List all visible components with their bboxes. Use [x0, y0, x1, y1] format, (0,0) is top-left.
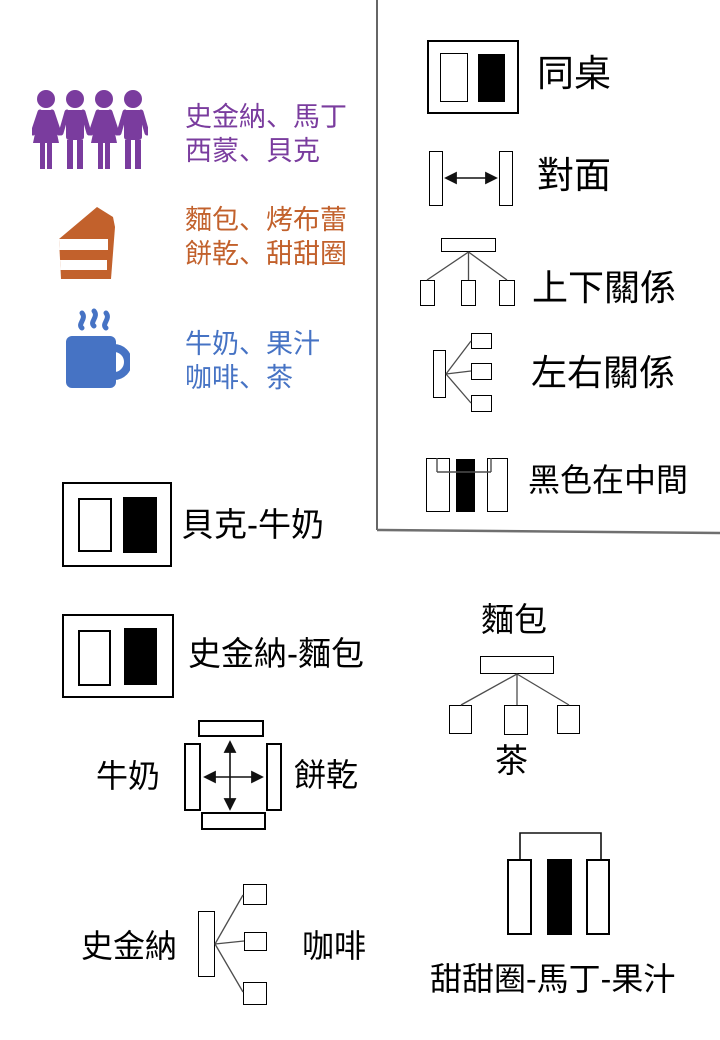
legend-above-below-label: 上下關係 [532, 267, 677, 308]
drink-names-line2: 咖啡、茶 [185, 363, 293, 393]
legend-same-table-label: 同桌 [537, 53, 611, 94]
drink-names-line1: 牛奶、果汁 [185, 329, 320, 359]
cross-arrows [203, 740, 264, 811]
clue-above-below-top-label: 麵包 [481, 601, 547, 638]
skinner-coffee-tree-lines [214, 894, 245, 993]
clue-same-table-1-label: 貝克-牛奶 [181, 506, 324, 543]
left-right-tree-lines [445, 340, 472, 404]
dessert-names-text: 麵包、烤布蕾 餅乾、甜甜圈 [185, 203, 347, 271]
clue-black-middle-label: 甜甜圈-馬丁-果汁 [430, 961, 676, 997]
clue-same-table-2-label: 史金納-麵包 [188, 635, 364, 672]
drink-names-text: 牛奶、果汁 咖啡、茶 [185, 327, 320, 395]
coffee-mug-icon [66, 308, 130, 388]
people-names-text: 史金納、馬丁 西蒙、貝克 [185, 100, 347, 168]
legend-black-in-middle-label: 黑色在中間 [528, 462, 689, 498]
clue-opposite-left-label: 牛奶 [96, 758, 161, 794]
people-names-line2: 西蒙、貝克 [185, 136, 320, 166]
cake-icon [59, 207, 115, 279]
clue-opposite-right-label: 餅乾 [294, 757, 359, 793]
legend-left-right-label: 左右關係 [531, 352, 676, 393]
dessert-names-line2: 餅乾、甜甜圈 [185, 239, 347, 269]
people-names-line1: 史金納、馬丁 [185, 102, 347, 132]
clue-above-below-bottom-label: 茶 [495, 742, 528, 779]
people-icon [32, 90, 148, 169]
above-below-tree-lines [426, 251, 508, 281]
legend-opposite-label: 對面 [537, 155, 611, 196]
dessert-names-line1: 麵包、烤布蕾 [185, 205, 347, 235]
clue-left-right-left-label: 史金納 [81, 928, 178, 964]
bread-tea-tree-lines [460, 673, 570, 706]
clue-left-right-right-label: 咖啡 [302, 928, 367, 964]
middle-bracket-line [519, 832, 602, 859]
